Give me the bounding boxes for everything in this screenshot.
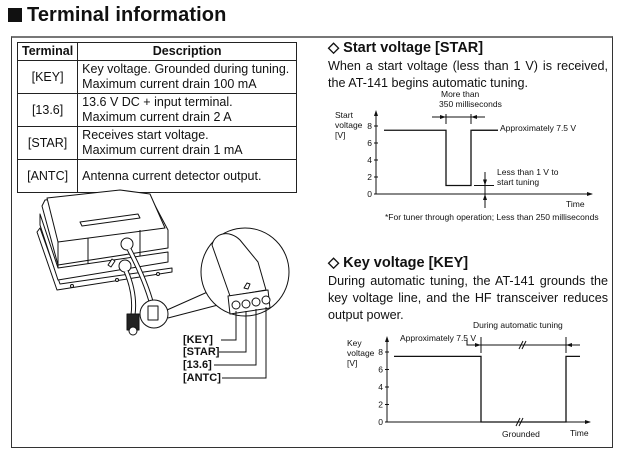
page-title: Terminal information	[8, 4, 226, 27]
terminal-cell: [ANTC]	[16, 159, 79, 193]
header-terminal: Terminal	[16, 42, 79, 61]
content-frame	[11, 36, 613, 448]
start-voltage-heading: ◇ Start voltage [STAR]	[328, 40, 484, 56]
table-row: [13.6] 13.6 V DC + input terminal.Maximu…	[16, 93, 298, 127]
key-voltage-heading: ◇ Key voltage [KEY]	[328, 255, 469, 271]
table-row: [ANTC] Antenna current detector output.	[16, 159, 298, 193]
header-description: Description	[77, 42, 298, 61]
description-cell: Antenna current detector output.	[77, 159, 298, 193]
key-high-level-label: Approximately 7.5 V	[400, 333, 477, 343]
pin-label-13-6: [13.6]	[183, 359, 212, 371]
table-row: [STAR] Receives start voltage.Maximum cu…	[16, 126, 298, 160]
start-footnote: *For tuner through operation; Less than …	[385, 212, 599, 222]
description-cell: 13.6 V DC + input terminal.Maximum curre…	[77, 93, 298, 127]
description-cell: Receives start voltage.Maximum current d…	[77, 126, 298, 160]
key-voltage-paragraph: During automatic tuning, the AT-141 grou…	[328, 274, 608, 322]
key-duration-label: During automatic tuning	[473, 320, 563, 330]
square-bullet-icon	[8, 8, 22, 22]
description-cell: Key voltage. Grounded during tuning.Maxi…	[77, 60, 298, 94]
terminal-cell: [13.6]	[16, 93, 79, 127]
pin-label-antc: [ANTC]	[183, 372, 221, 384]
pin-label-key: [KEY]	[183, 334, 213, 346]
table-header-row: Terminal Description	[16, 42, 298, 61]
terminal-cell: [STAR]	[16, 126, 79, 160]
table-row: [KEY] Key voltage. Grounded during tunin…	[16, 60, 298, 94]
pin-label-star: [STAR]	[183, 346, 220, 358]
start-xlabel: Time	[566, 199, 585, 209]
key-xlabel: Time	[570, 428, 589, 438]
key-low-level-label: Grounded	[502, 429, 540, 439]
terminal-table: Terminal Description [KEY] Key voltage. …	[16, 42, 298, 193]
terminal-cell: [KEY]	[16, 60, 79, 94]
start-voltage-paragraph: When a start voltage (less than 1 V) is …	[328, 59, 608, 90]
start-high-level-label: Approximately 7.5 V	[500, 123, 577, 133]
